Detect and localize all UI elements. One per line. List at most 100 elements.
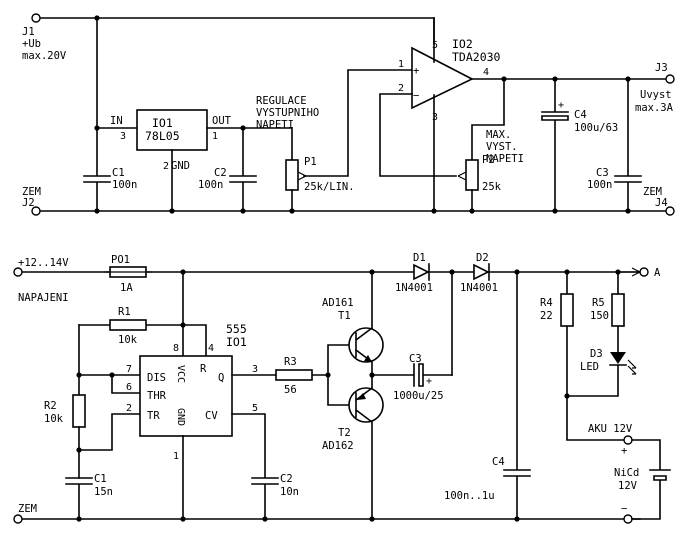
t1-transistor bbox=[348, 327, 384, 363]
c2-symbol bbox=[229, 127, 257, 212]
c1-label: C1 bbox=[112, 167, 125, 179]
p1-wiper-wire bbox=[303, 69, 413, 177]
r4-value: 22 bbox=[540, 310, 553, 322]
r4-wires bbox=[566, 271, 625, 441]
d3-led bbox=[610, 352, 626, 364]
j2-label: J2 bbox=[22, 197, 35, 209]
c4-label: C4 bbox=[574, 109, 587, 121]
ic-reset-wire bbox=[182, 324, 207, 357]
d2-diode bbox=[473, 263, 490, 281]
io2-label: IO2 bbox=[452, 37, 473, 51]
c3-symbol bbox=[614, 78, 642, 212]
battery-wires bbox=[631, 439, 671, 520]
p2-wiper-arrow bbox=[457, 171, 467, 181]
j4-terminal bbox=[665, 206, 675, 216]
c3-label: C3 bbox=[409, 353, 422, 365]
ic-gnd: GND bbox=[175, 408, 186, 426]
t2-type: AD162 bbox=[322, 440, 354, 452]
junction bbox=[240, 208, 246, 214]
ic-pin3: 3 bbox=[252, 364, 258, 375]
r4-label: R4 bbox=[540, 297, 553, 309]
op-pin5: 5 bbox=[432, 40, 438, 51]
uvyst-label: Uvyst bbox=[640, 89, 672, 101]
c1-value: 15n bbox=[94, 486, 113, 498]
c3-negative-plate bbox=[418, 363, 424, 387]
j3-label: J3 bbox=[655, 62, 668, 74]
p1-potentiometer bbox=[285, 159, 299, 191]
junction bbox=[169, 208, 175, 214]
r2-label: R2 bbox=[44, 400, 57, 412]
io1-pin1: 1 bbox=[212, 131, 218, 142]
ic-pin6: 6 bbox=[126, 382, 132, 393]
c2-label: C2 bbox=[280, 473, 293, 485]
r2-resistor bbox=[72, 394, 86, 428]
c4-symbol bbox=[541, 78, 569, 212]
c4-symbol bbox=[503, 271, 531, 520]
p2-value: 25k bbox=[482, 181, 502, 193]
d1-label: D1 bbox=[413, 252, 426, 264]
r1-label: R1 bbox=[118, 306, 131, 318]
io1-label: IO1 bbox=[152, 116, 173, 130]
thr-wire bbox=[111, 374, 141, 394]
junction bbox=[501, 76, 507, 82]
ic-pin5: 5 bbox=[252, 403, 258, 414]
d2-label: D2 bbox=[476, 252, 489, 264]
t2-transistor bbox=[348, 387, 384, 423]
junction bbox=[514, 269, 520, 275]
ic-tr: TR bbox=[147, 410, 160, 422]
d3-light-arrows bbox=[627, 359, 637, 375]
ic-pin2: 2 bbox=[126, 403, 132, 414]
junction bbox=[369, 269, 375, 275]
j1-label: J1 bbox=[22, 26, 35, 38]
p1-value: 25k/LIN. bbox=[304, 181, 355, 193]
d1-diode bbox=[413, 263, 430, 281]
tr-wire bbox=[78, 413, 141, 451]
junction bbox=[552, 208, 558, 214]
op-pin2: 2 bbox=[398, 83, 404, 94]
ic-thr: THR bbox=[147, 390, 167, 402]
p2-top-wire bbox=[471, 78, 505, 161]
j4-label: J4 bbox=[655, 197, 668, 209]
zem-label: ZEM bbox=[18, 503, 37, 515]
ic-r: R bbox=[200, 363, 207, 375]
t2-label: T2 bbox=[338, 427, 351, 439]
t1-type: AD161 bbox=[322, 297, 354, 309]
d3-value: LED bbox=[580, 361, 599, 373]
junction bbox=[431, 208, 437, 214]
reg-label-3: NAPETI bbox=[256, 119, 294, 131]
r1-value: 10k bbox=[118, 334, 138, 346]
ic-pin1: 1 bbox=[173, 451, 179, 462]
c4-value: 100u/63 bbox=[574, 122, 618, 134]
ic-555 bbox=[139, 355, 233, 437]
c3-value: 1000u/25 bbox=[393, 390, 444, 402]
ic-type: 555 bbox=[226, 322, 247, 336]
c4-value: 100n..1u bbox=[444, 490, 495, 502]
io1-pin2: 2 bbox=[163, 161, 169, 172]
ic-cv: CV bbox=[205, 410, 218, 422]
po1-value: 1A bbox=[120, 282, 133, 294]
ic-pin4: 4 bbox=[208, 343, 214, 354]
aku-plus-terminal bbox=[623, 435, 633, 445]
aku-minus-terminal bbox=[623, 514, 633, 524]
c4-negative-plate bbox=[541, 115, 569, 121]
io1-pin3: 3 bbox=[120, 131, 126, 142]
ic-pin7: 7 bbox=[126, 364, 132, 375]
d3-label: D3 bbox=[590, 348, 603, 360]
c3-value: 100n bbox=[587, 179, 612, 191]
io1-type: 78L05 bbox=[145, 129, 180, 143]
t2-emitter-arrow bbox=[357, 393, 366, 400]
junction bbox=[180, 516, 186, 522]
op-pin1: 1 bbox=[398, 59, 404, 70]
c2-value: 10n bbox=[280, 486, 299, 498]
c3-symbol bbox=[371, 363, 453, 387]
r5-wires bbox=[566, 271, 619, 397]
ic-dis: DIS bbox=[147, 372, 166, 384]
junction bbox=[94, 208, 100, 214]
io2-opamp bbox=[411, 46, 474, 110]
ic-q: Q bbox=[218, 372, 224, 384]
r1-resistor bbox=[109, 319, 147, 331]
io2-type: TDA2030 bbox=[452, 50, 501, 64]
c3-plus: + bbox=[426, 376, 432, 387]
junction bbox=[469, 208, 475, 214]
r2-value: 10k bbox=[44, 413, 64, 425]
